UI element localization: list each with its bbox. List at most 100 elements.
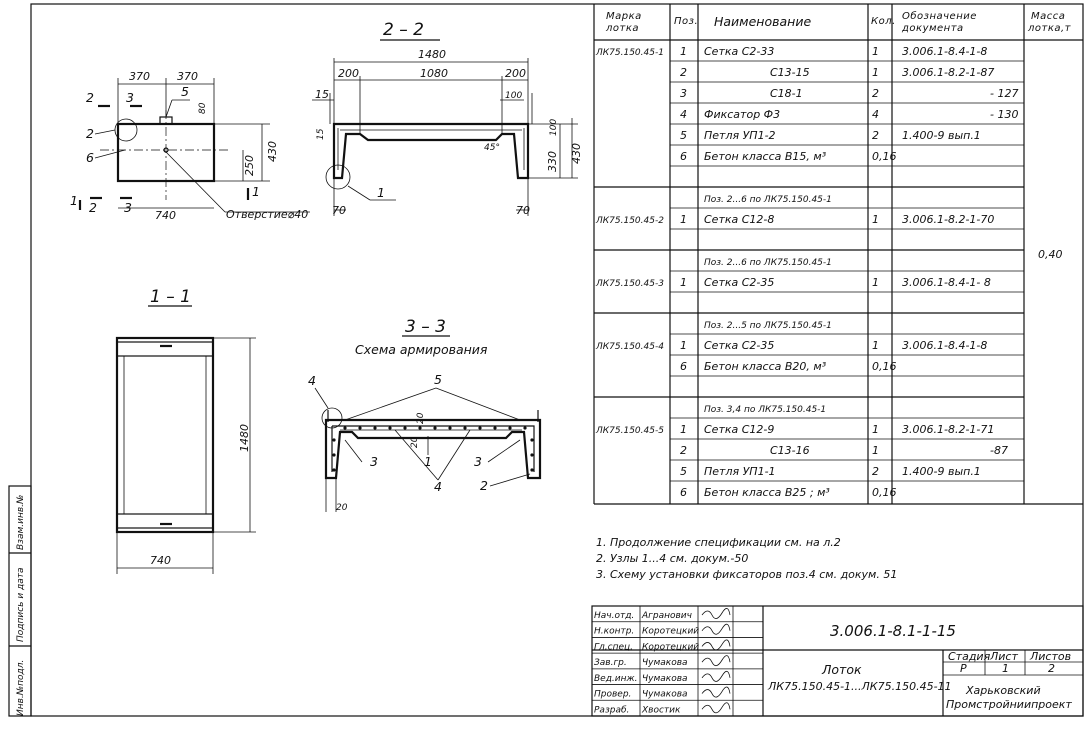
spec-cell-kol: 1 (872, 276, 879, 289)
note-2: 2. Узлы 1...4 см. докум.-50 (596, 552, 748, 565)
spec-cell-name: Поз. 2...6 по ЛК75.150.45-1 (704, 195, 832, 205)
title-block-person: Чумакова (642, 674, 688, 684)
spec-header-kol: Кол. (871, 16, 896, 27)
spec-cell-kol: 2 (872, 129, 879, 142)
title-block-role-row: Гл.спец.Коротецкий (594, 639, 731, 652)
spec-cell-oboz: -87 (990, 444, 1008, 457)
front-dim-250: 250 (243, 155, 256, 176)
front-pos-5: 5 (181, 84, 189, 99)
section-1-1: 1 – 1 1480 740 (115, 287, 256, 574)
spec-header-marka-2: лотка (605, 23, 639, 34)
sec33-rebar-dots (332, 426, 534, 472)
spec-cell-name: Сетка С2-33 (704, 45, 774, 58)
spec-cell-name: С18-1 (770, 87, 803, 100)
spec-cell-marka: ЛК75.150.45-1 (595, 48, 664, 58)
front-pos-6: 6 (86, 150, 94, 165)
sec33-title: 3 – 3 (405, 317, 446, 337)
title-block-role: Зав.гр. (594, 658, 627, 668)
front-sec-2-bottom: 2 (89, 200, 97, 215)
spec-cell-name: Сетка С2-35 (704, 276, 774, 289)
spec-cell-oboz: 1.400-9 вып.1 (902, 465, 981, 478)
spec-cell-oboz: 3.006.1-8.2-1-70 (902, 213, 994, 226)
title-block-roles: Нач.отд.АграновичН.контр.КоротецкийГл.сп… (594, 608, 731, 715)
sec22-dim-330: 330 (546, 151, 559, 172)
spec-header-oboz-1: Обозначение (902, 10, 977, 22)
spec-cell-poz: 2 (680, 444, 687, 457)
title-block-product-name: Лоток (821, 662, 862, 677)
margin-inv-label: Инв.№подл. (16, 660, 26, 716)
sec22-dim-200-b: 200 (505, 67, 526, 80)
spec-cell-name: Бетон класса В20, м³ (704, 360, 827, 373)
title-block-sheet-label: Лист (989, 650, 1018, 663)
spec-cell-marka: ЛК75.150.45-4 (595, 342, 664, 352)
sec33-dim-20-bottom: 20 (336, 503, 348, 513)
front-view: 370 370 740 430 250 80 5 2 6 2 3 1 2 3 1… (70, 70, 310, 222)
spec-cell-kol: 4 (872, 108, 879, 121)
title-block-role: Вед.инж. (594, 674, 638, 684)
sec22-dim-200-a: 200 (338, 67, 359, 80)
spec-cell-name: Сетка С12-9 (704, 423, 774, 436)
signature-mark (701, 623, 731, 635)
front-dim-430: 430 (266, 141, 279, 162)
spec-cell-kol: 1 (872, 423, 879, 436)
spec-cell-name: С13-15 (770, 66, 810, 79)
spec-cell-kol: 1 (872, 444, 879, 457)
front-sec-2-top: 2 (86, 90, 94, 105)
spec-cell-name: Поз. 3,4 по ЛК75.150.45-1 (704, 405, 826, 415)
sec33-label-3-left: 3 (370, 454, 378, 469)
spec-cell-poz: 1 (680, 213, 687, 226)
front-dim-370-b: 370 (177, 70, 198, 83)
sec33-label-5: 5 (434, 372, 442, 387)
spec-cell-name: Петля УП1-2 (704, 129, 776, 142)
signature-mark (701, 686, 731, 698)
spec-row: Поз. 3,4 по ЛК75.150.45-1 (704, 405, 826, 415)
signature-mark (701, 639, 731, 651)
sec22-dim-100-a: 100 (505, 91, 522, 101)
spec-cell-poz: 4 (680, 108, 687, 121)
signature-mark (701, 608, 731, 619)
front-sec-3-bottom: 3 (124, 200, 132, 215)
spec-cell-oboz: 3.006.1-8.4-1-8 (902, 45, 987, 58)
spec-cell-name: Бетон класса В15, м³ (704, 150, 827, 163)
spec-cell-kol: 2 (872, 87, 879, 100)
spec-cell-marka: ЛК75.150.45-2 (595, 216, 664, 226)
title-block-person: Коротецкий (642, 642, 699, 652)
note-1: 1. Продолжение спецификации см. на л.2 (596, 536, 841, 549)
spec-header-massa-1: Масса (1031, 11, 1065, 22)
front-sec-1-right: 1 (252, 184, 260, 199)
sec22-dim-430: 430 (570, 143, 583, 164)
sec33-label-3-right: 3 (474, 454, 482, 469)
title-block-person: Агранович (641, 611, 692, 621)
sec22-node-1: 1 (377, 185, 385, 200)
spec-header-oboz-2: документа (901, 23, 964, 34)
sec22-dim-1080: 1080 (420, 67, 448, 80)
sec33-label-1: 1 (424, 454, 432, 469)
spec-cell-oboz: 3.006.1-8.4-1-8 (902, 339, 987, 352)
spec-cell-name: Сетка С12-8 (704, 213, 774, 226)
spec-cell-kol: 1 (872, 339, 879, 352)
front-dim-370-a: 370 (129, 70, 150, 83)
title-block-role: Провер. (594, 690, 631, 700)
title-block-role-row: Нач.отд.Агранович (594, 608, 731, 621)
title-block: Нач.отд.АграновичН.контр.КоротецкийГл.сп… (591, 605, 1084, 717)
spec-cell-kol: 0,16 (872, 360, 897, 373)
margin-sign-label: Подпись и дата (16, 567, 26, 642)
spec-header-poz: Поз. (674, 16, 698, 27)
spec-cell-oboz: - 130 (990, 108, 1018, 121)
sec22-title: 2 – 2 (383, 20, 424, 40)
sec22-dim-15-b: 15 (316, 128, 326, 140)
spec-cell-oboz: 3.006.1-8.4-1- 8 (902, 276, 991, 289)
spec-cell-name: Сетка С2-35 (704, 339, 774, 352)
spec-cell-name: Поз. 2...5 по ЛК75.150.45-1 (704, 321, 832, 331)
spec-cell-poz: 2 (680, 66, 687, 79)
title-block-sheets: 2 (1048, 662, 1055, 675)
